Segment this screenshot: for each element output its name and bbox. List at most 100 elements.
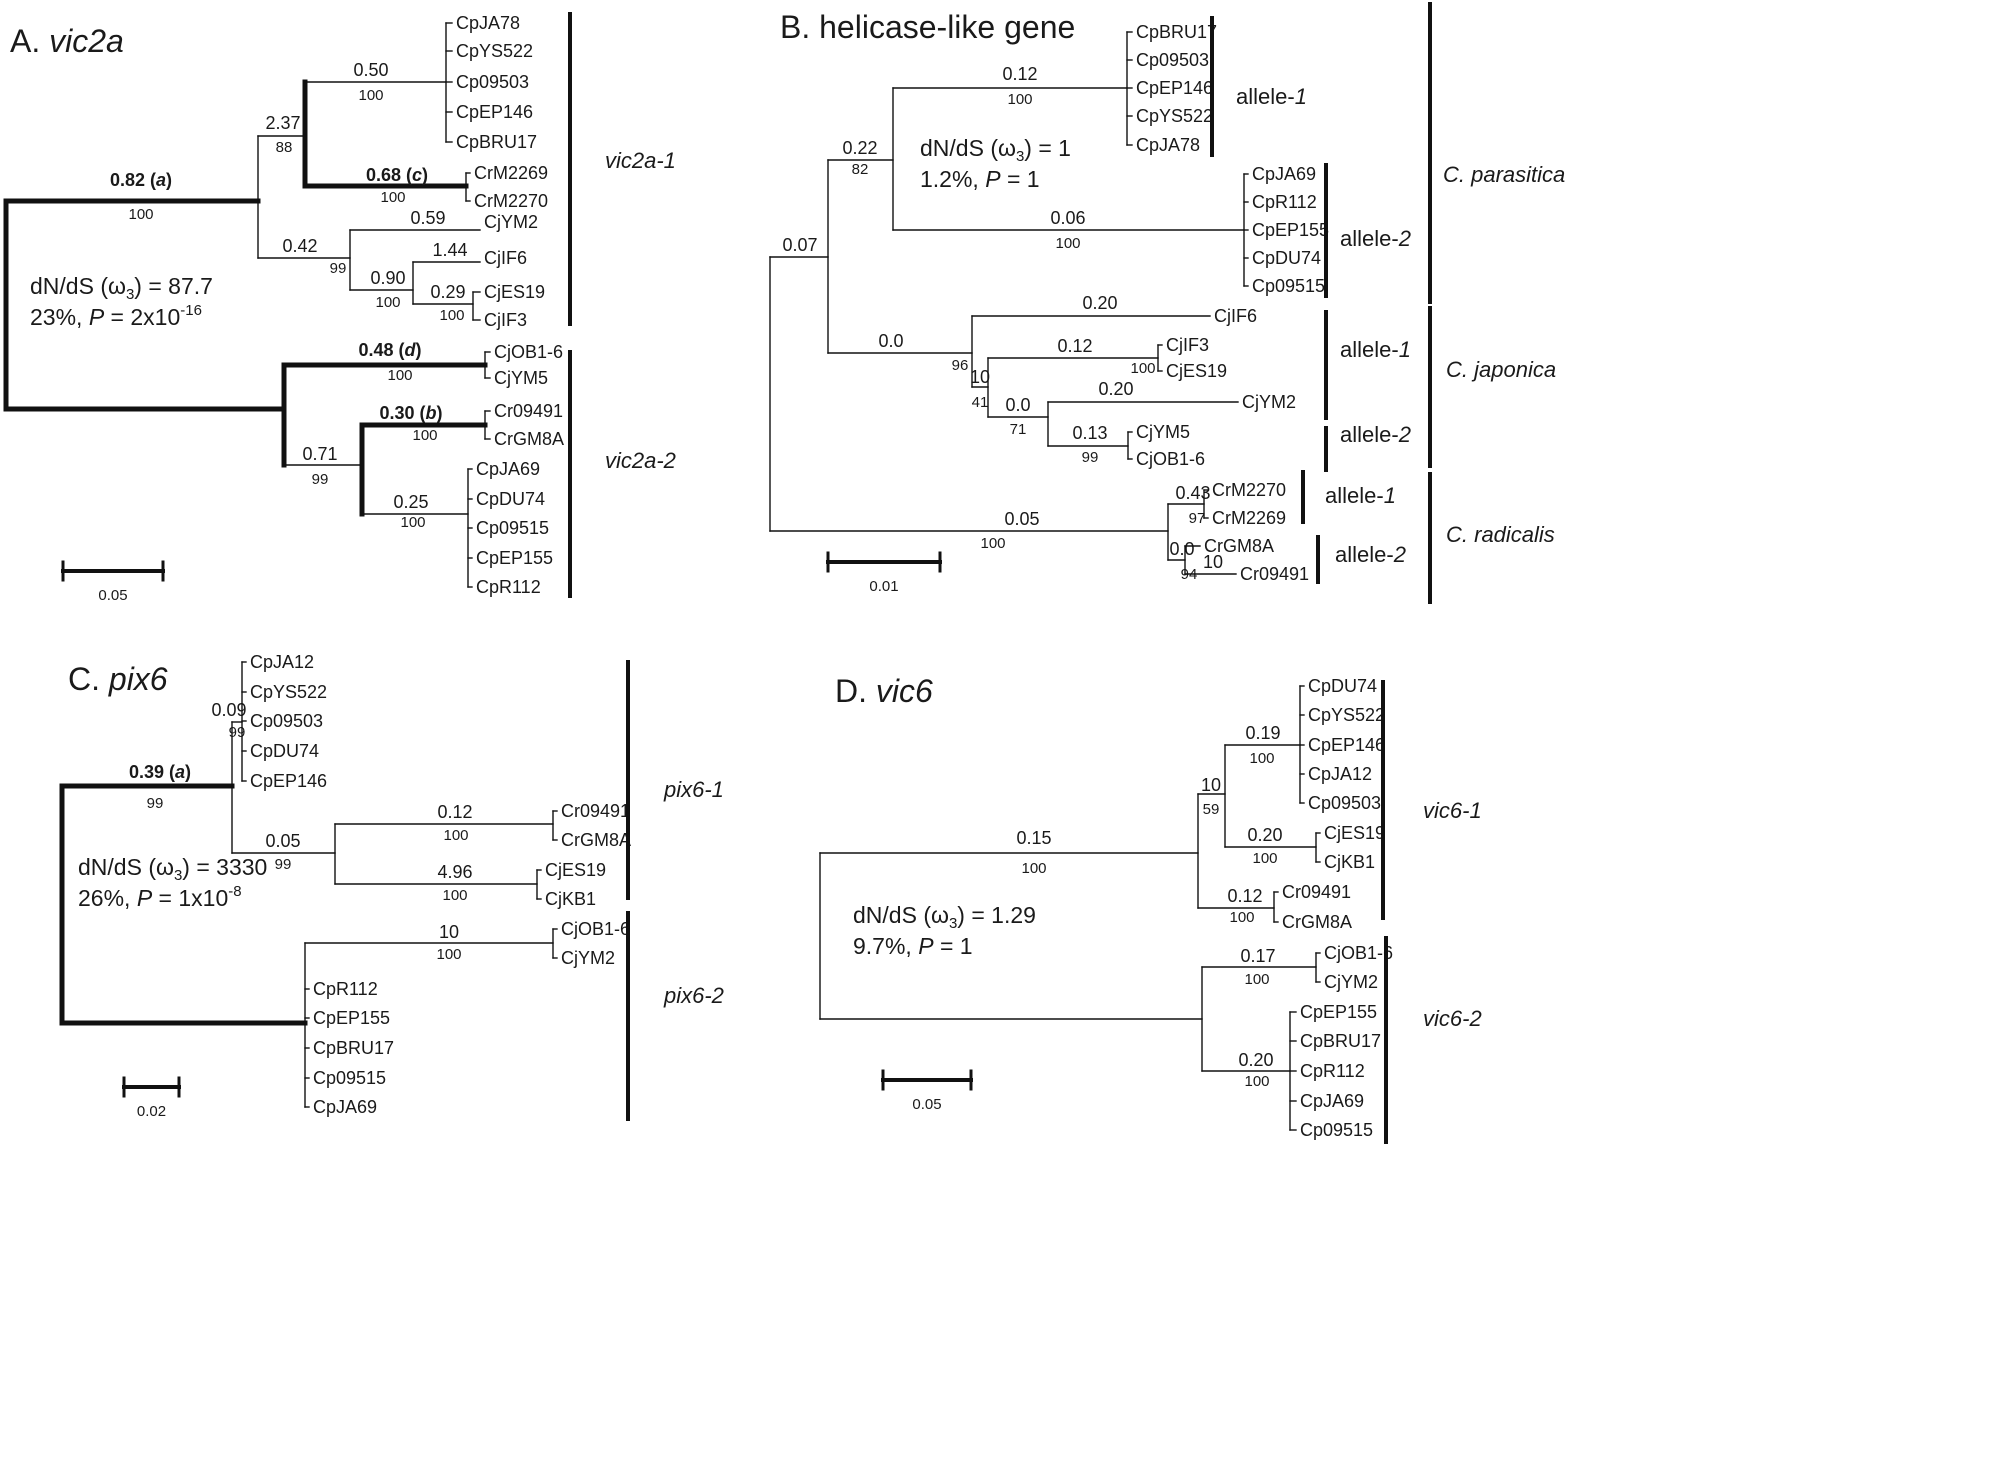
clade-label: C. radicalis (1446, 522, 1555, 547)
branch-letter: b (426, 403, 437, 423)
dnds-subscript: 3 (126, 286, 134, 303)
panel-title: C. pix6 (68, 661, 168, 697)
branch-length-label: 0.20 (1238, 1050, 1273, 1070)
bootstrap-value: 100 (439, 307, 464, 324)
clade-label-text: allele- (1335, 542, 1394, 567)
branch-length-value: 0.39 ( (129, 762, 175, 782)
taxon-label: Cr09491 (561, 801, 630, 821)
branch-length-label: 0.06 (1050, 208, 1085, 228)
taxon-label: CpEP146 (1308, 735, 1385, 755)
branch-length-label: 0.82 (a) (110, 170, 172, 190)
clade-label: pix6-2 (663, 983, 724, 1008)
p-exponent: -8 (228, 883, 241, 900)
branch-length-close: ) (185, 762, 191, 782)
panel-d: D. vic60.1510010590.191000.201000.121000… (819, 673, 1482, 1144)
taxon-label: Cp09503 (1308, 793, 1381, 813)
p-value: = 1 (934, 933, 973, 959)
taxon-label: CpDU74 (1308, 676, 1377, 696)
clade-label: allele-2 (1335, 542, 1406, 567)
bootstrap-value: 100 (387, 367, 412, 384)
taxon-label: CrM2269 (1212, 508, 1286, 528)
taxon-label: Cp09503 (456, 72, 529, 92)
bootstrap-value: 99 (229, 724, 246, 741)
dnds-value: ) = 87.7 (134, 273, 213, 299)
branch-length-label: 0.05 (265, 831, 300, 851)
dnds-pct: 1.2%, (920, 166, 985, 192)
clade-label-text: allele- (1325, 483, 1384, 508)
bootstrap-value: 100 (1007, 91, 1032, 108)
branch-length-label: 0.42 (282, 236, 317, 256)
taxon-label: CrM2270 (474, 191, 548, 211)
branch-length-label: 0.68 (c) (366, 165, 428, 185)
taxon-label: Cr09491 (1240, 564, 1309, 584)
clade-label-text: allele- (1340, 337, 1399, 362)
dnds-subscript: 3 (174, 867, 182, 884)
branch-length-label: 0.39 (a) (129, 762, 191, 782)
bootstrap-value: 100 (380, 189, 405, 206)
branch-length-value: 0.68 ( (366, 165, 412, 185)
branch-length-close: ) (416, 340, 422, 360)
branch-length-value: 0.48 ( (358, 340, 404, 360)
scale-bar-label: 0.01 (869, 578, 898, 595)
taxon-label: CpJA12 (250, 652, 314, 672)
bootstrap-value: 100 (442, 887, 467, 904)
branch-length-label: 10 (970, 367, 990, 387)
taxon-label: CjYM2 (561, 948, 615, 968)
branch-length-label: 0.17 (1240, 946, 1275, 966)
dnds-pvalue: 23%, P = 2x10-16 (30, 302, 202, 330)
taxon-label: CpBRU17 (313, 1038, 394, 1058)
branch-length-close: ) (166, 170, 172, 190)
taxon-label: CjIF3 (484, 310, 527, 330)
bootstrap-value: 100 (1249, 750, 1274, 767)
branch-length-label: 0.29 (430, 282, 465, 302)
dnds-subscript: 3 (1016, 148, 1024, 165)
branch-length-label: 10 (1201, 775, 1221, 795)
taxon-label: CpBRU17 (1300, 1031, 1381, 1051)
taxon-label: CrGM8A (1204, 536, 1274, 556)
taxon-label: Cp09515 (1300, 1120, 1373, 1140)
taxon-label: CjYM2 (1242, 392, 1296, 412)
branch-length-label: 0.12 (437, 802, 472, 822)
branch-letter: a (175, 762, 185, 782)
p-label: P (89, 304, 105, 330)
branch-length-close: ) (437, 403, 443, 423)
panel-title: D. vic6 (835, 673, 933, 709)
bootstrap-value: 97 (1189, 510, 1206, 527)
branch-length-label: 0.25 (393, 492, 428, 512)
branch-length-label: 0.19 (1245, 723, 1280, 743)
branch-length-label: 0.15 (1016, 828, 1051, 848)
bootstrap-value: 71 (1010, 421, 1027, 438)
branch-length-label: 0.12 (1002, 64, 1037, 84)
branch-length-label: 0.30 (b) (379, 403, 442, 423)
taxon-label: Cp09515 (1252, 276, 1325, 296)
clade-label-number: 1 (1384, 483, 1396, 508)
taxon-label: CpEP146 (456, 102, 533, 122)
branch-letter: c (412, 165, 422, 185)
scale-bar-label: 0.05 (912, 1096, 941, 1113)
branch-length-close: ) (422, 165, 428, 185)
branch-length-label: 0.12 (1057, 336, 1092, 356)
taxon-label: CrM2270 (1212, 480, 1286, 500)
branch-length-label: 0.09 (211, 700, 246, 720)
taxon-label: CjIF6 (484, 248, 527, 268)
dnds-value: ) = 1 (1024, 135, 1071, 161)
bootstrap-value: 100 (980, 535, 1005, 552)
bootstrap-value: 100 (128, 206, 153, 223)
branch-letter: d (405, 340, 417, 360)
branch-length-label: 0.43 (1175, 483, 1210, 503)
taxon-label: CpR112 (313, 979, 378, 999)
taxon-label: CpDU74 (476, 489, 545, 509)
taxon-label: CpYS522 (250, 682, 327, 702)
taxon-label: CjOB1-6 (561, 919, 630, 939)
branch-length-label: 0.07 (782, 235, 817, 255)
panel-title-prefix: B. helicase-like gene (780, 9, 1075, 45)
clade-label-text: allele- (1340, 226, 1399, 251)
panel-title: A. vic2a (10, 23, 124, 59)
dnds-pct: 23%, (30, 304, 89, 330)
branch-length-label: 4.96 (437, 862, 472, 882)
taxon-label: CpEP155 (1252, 220, 1329, 240)
bootstrap-value: 99 (1082, 449, 1099, 466)
dnds-ratio: dN/dS (ω3) = 87.7 (30, 273, 213, 303)
taxon-label: CjIF6 (1214, 306, 1257, 326)
